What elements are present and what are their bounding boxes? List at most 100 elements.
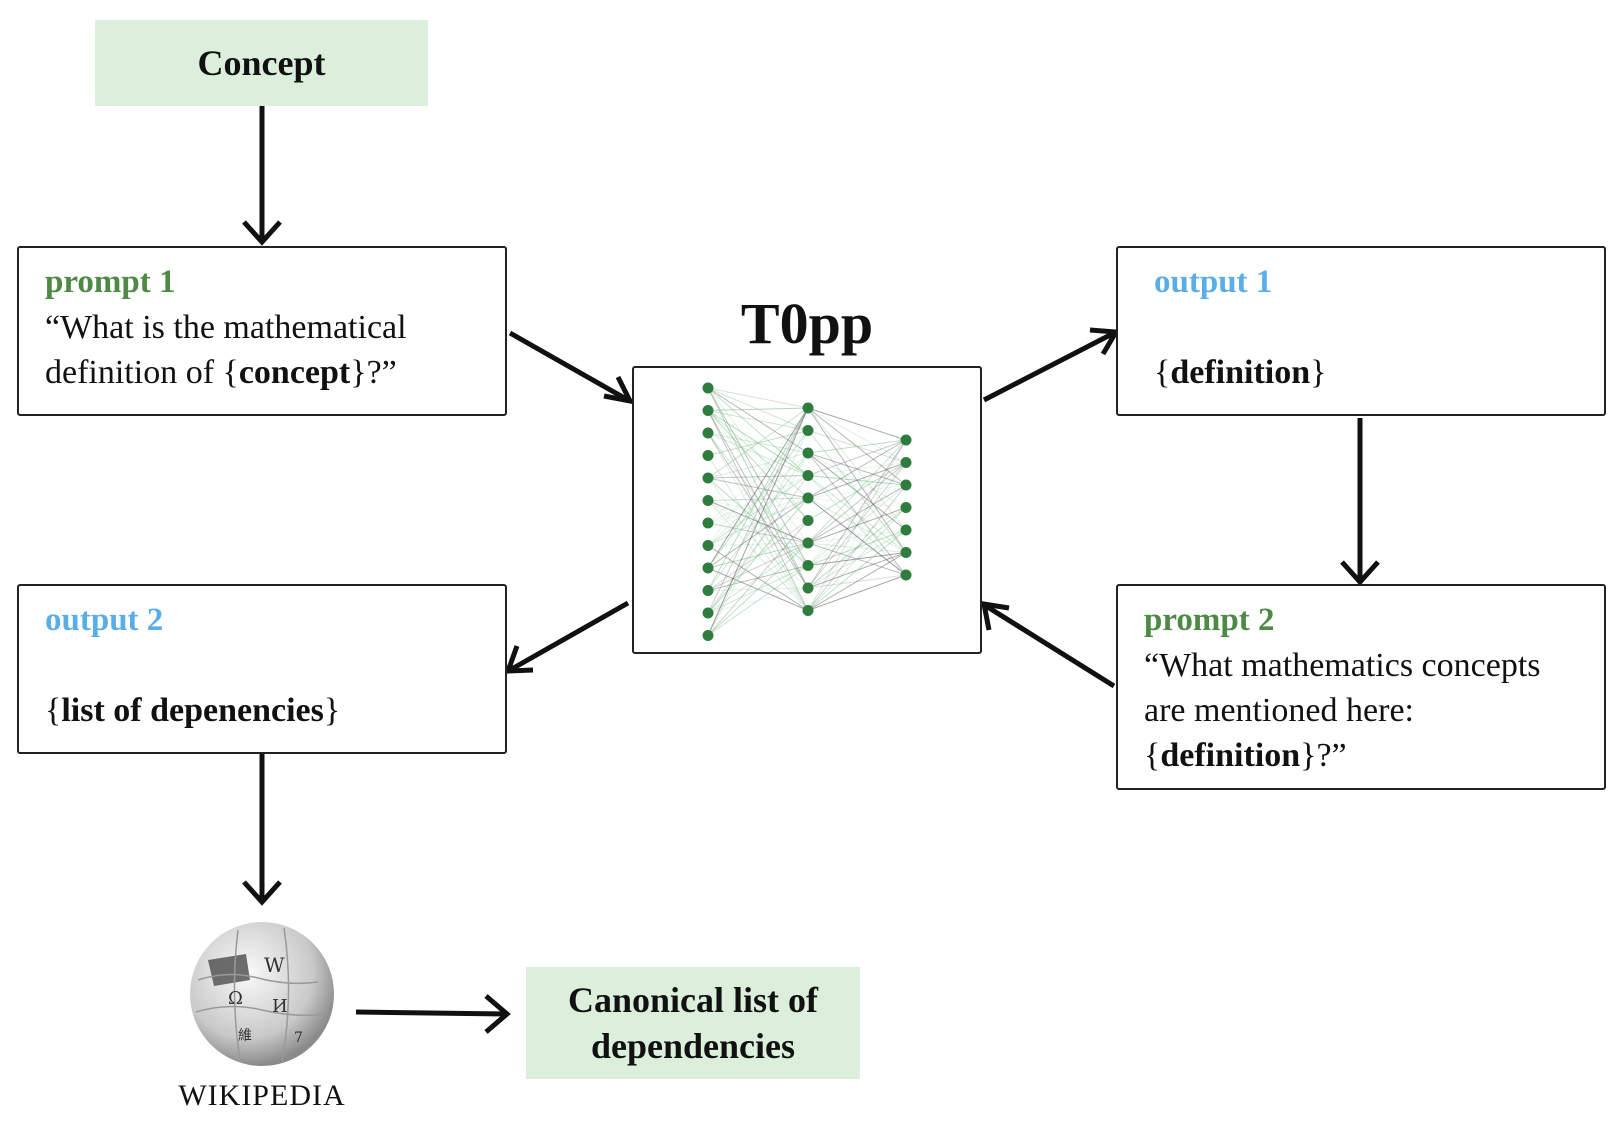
nn-edge <box>707 497 809 524</box>
nn-edge <box>807 507 907 566</box>
nn-edge <box>707 475 809 546</box>
nn-edge <box>707 542 809 614</box>
nn-edge <box>707 565 809 614</box>
nn-edge <box>707 407 809 591</box>
nn-node <box>802 605 814 616</box>
nn-edge <box>807 407 907 463</box>
nn-node <box>702 540 714 551</box>
nn-edge <box>707 542 809 636</box>
output1-value: {definition} <box>1154 354 1327 391</box>
output2-box: output 2 {list of depenencies} <box>17 584 507 754</box>
nn-node <box>900 524 912 536</box>
nn-edge <box>707 455 809 611</box>
nn-edge <box>807 529 907 589</box>
nn-edge <box>707 542 809 591</box>
arrow-wikipedia-to-canonical <box>355 1009 507 1017</box>
nn-edge <box>807 484 907 611</box>
canonical-line1: Canonical list of <box>567 980 818 1020</box>
nn-edge <box>807 574 907 611</box>
wikipedia-logo: W Ω И 維 7 WIKIPEDIA <box>168 920 356 1112</box>
nn-edge <box>707 520 809 636</box>
nn-edge <box>707 387 809 454</box>
nn-edge <box>707 452 809 636</box>
nn-node <box>802 560 814 571</box>
nn-node <box>802 582 814 594</box>
nn-node <box>702 562 714 574</box>
nn-edge <box>707 545 809 611</box>
nn-node <box>702 517 714 529</box>
nn-edge <box>807 439 907 611</box>
nn-edge <box>807 462 907 566</box>
nn-edge <box>707 410 809 611</box>
nn-edge <box>807 475 907 486</box>
arrow-model-to-output2 <box>508 600 630 673</box>
nn-edge <box>707 430 809 636</box>
nn-edge <box>807 439 907 499</box>
nn-edge <box>807 452 907 486</box>
nn-edge <box>807 462 907 611</box>
nn-node <box>802 470 814 481</box>
nn-edge <box>707 432 809 476</box>
nn-edge <box>807 529 907 611</box>
nn-edge <box>707 407 809 636</box>
prompt2-line3: {definition}?” <box>1144 737 1347 774</box>
prompt1-label: prompt 1 <box>45 264 176 300</box>
nn-node <box>900 502 912 513</box>
nn-edge <box>807 407 907 441</box>
nn-edge <box>807 439 907 454</box>
nn-edge <box>707 587 809 591</box>
nn-edge <box>807 462 907 499</box>
nn-edge <box>707 475 809 614</box>
nn-edge <box>807 462 907 544</box>
nn-edge <box>807 462 907 521</box>
nn-node <box>802 515 814 526</box>
nn-edge <box>707 410 809 499</box>
nn-edge <box>707 407 809 546</box>
prompt2-box: prompt 2 “What mathematics concepts are … <box>1116 584 1606 790</box>
nn-edge <box>807 407 907 531</box>
svg-text:W: W <box>264 953 285 977</box>
nn-edge <box>807 484 907 566</box>
nn-edge <box>807 484 907 544</box>
concept-label: Concept <box>197 43 326 83</box>
nn-node <box>802 425 814 436</box>
arrow-prompt1-to-model <box>508 330 630 403</box>
nn-edge <box>807 439 907 476</box>
nn-node <box>900 569 912 581</box>
svg-text:維: 維 <box>238 1028 252 1044</box>
nn-edge <box>707 500 809 589</box>
neural-network-icon <box>702 382 912 641</box>
nn-edge <box>807 497 907 508</box>
nn-node <box>702 472 714 484</box>
svg-text:И: И <box>272 996 288 1017</box>
prompt2-label: prompt 2 <box>1144 602 1275 638</box>
model-title: T0pp <box>740 291 874 356</box>
prompt2-line1: “What mathematics concepts <box>1144 647 1541 684</box>
prompt1-box: prompt 1 “What is the mathematical defin… <box>17 246 507 416</box>
arrow-model-to-output1 <box>982 330 1116 403</box>
svg-text:Ω: Ω <box>228 988 243 1009</box>
nn-node <box>900 434 912 446</box>
nn-edge <box>807 462 907 589</box>
nn-edge <box>807 552 907 611</box>
nn-node <box>900 457 912 468</box>
nn-node <box>702 427 714 439</box>
model-box <box>632 366 982 654</box>
nn-edge <box>707 522 809 544</box>
nn-node <box>802 492 814 504</box>
nn-edge <box>807 574 907 589</box>
wikipedia-globe-icon: W Ω И 維 7 <box>190 922 334 1066</box>
nn-edge <box>807 475 907 553</box>
nn-edge <box>807 507 907 544</box>
nn-node <box>702 495 714 506</box>
nn-node <box>802 402 814 414</box>
prompt2-line2: are mentioned here: <box>1144 692 1414 729</box>
nn-edge <box>807 507 907 589</box>
nn-edge <box>707 567 809 611</box>
nn-node <box>802 447 814 459</box>
nn-edge <box>707 407 809 569</box>
prompt1-line1: “What is the mathematical <box>45 309 407 346</box>
nn-edge <box>707 587 809 614</box>
nn-edge <box>707 387 809 476</box>
